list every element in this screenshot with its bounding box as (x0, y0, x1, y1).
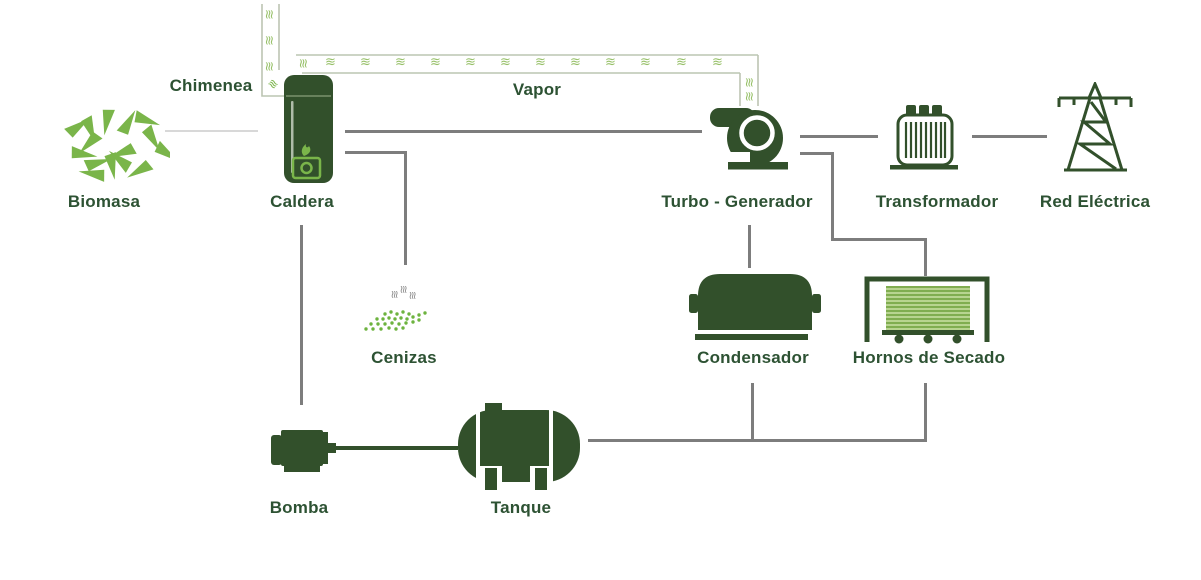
pipe-caldera-bomba (300, 225, 303, 405)
steam-wave-icon: ≋ (605, 55, 616, 70)
steam-wave-icon: ≋ (535, 55, 546, 70)
pipe-caldera-turbina (345, 130, 702, 133)
pipe-hornos-tanque (924, 383, 927, 441)
pipe-caldera-cenizas-v (404, 151, 407, 265)
steam-wave-icon: ≋ (570, 55, 581, 70)
label-tanque: Tanque (490, 498, 552, 517)
label-transformador: Transformador (875, 192, 999, 211)
steam-wave-icon: ≋ (294, 58, 310, 69)
pipe-turbina-hornos-h1 (800, 152, 834, 155)
label-caldera: Caldera (270, 192, 334, 211)
tank-icon (458, 403, 580, 493)
pipe-turbina-hornos-v1 (831, 152, 834, 241)
pipe-biomasa-caldera (165, 130, 258, 132)
label-bomba: Bomba (269, 498, 329, 517)
boiler-icon (284, 75, 333, 183)
label-hornos-secado: Hornos de Secado (852, 348, 1006, 367)
power-tower-icon (1057, 82, 1133, 172)
pipe-caldera-cenizas-h (345, 151, 407, 154)
steam-wave-icon: ≋ (430, 55, 441, 70)
steam-wave-icon: ≋ (395, 55, 406, 70)
steam-wave-icon: ≋ (712, 55, 723, 70)
drying-oven-icon (864, 276, 990, 344)
biomass-chips-icon (64, 109, 170, 182)
pipe-turbina-transformador (800, 135, 878, 138)
steam-wave-icon: ≋ (676, 55, 687, 70)
label-cenizas: Cenizas (371, 348, 437, 367)
steam-wave-icon: ≋ (465, 55, 476, 70)
turbine-generator-icon (710, 108, 788, 170)
transformer-icon (890, 105, 958, 170)
ash-pile-icon (364, 310, 427, 331)
pump-icon (271, 430, 458, 472)
condenser-icon (689, 274, 821, 340)
steam-wave-icon: ≋ (500, 55, 511, 70)
pipe-turbina-hornos-v2 (924, 238, 927, 276)
smoke-icon: ≋ (406, 290, 420, 301)
pipe-turbina-condensador (748, 225, 751, 268)
pipe-turbina-hornos-h2 (831, 238, 927, 241)
steam-wave-icon: ≋ (360, 55, 371, 70)
steam-wave-icon: ≋ (260, 61, 276, 72)
label-biomasa: Biomasa (67, 192, 141, 211)
label-turbo-generador: Turbo - Generador (661, 192, 813, 211)
steam-wave-icon: ≋ (640, 55, 651, 70)
pipe-condensador-tanque (751, 383, 754, 441)
steam-wave-icon: ≋ (260, 35, 276, 46)
pipe-transformador-red (972, 135, 1047, 138)
pipe-tanque-retorno (588, 439, 927, 442)
label-vapor: Vapor (512, 80, 562, 99)
label-red-electrica: Red Eléctrica (1039, 192, 1151, 211)
label-chimenea: Chimenea (169, 76, 253, 95)
steam-wave-icon: ≋ (260, 9, 276, 20)
steam-wave-icon: ≋ (740, 77, 756, 88)
steam-wave-icon: ≋ (325, 55, 336, 70)
label-condensador: Condensador (697, 348, 809, 367)
